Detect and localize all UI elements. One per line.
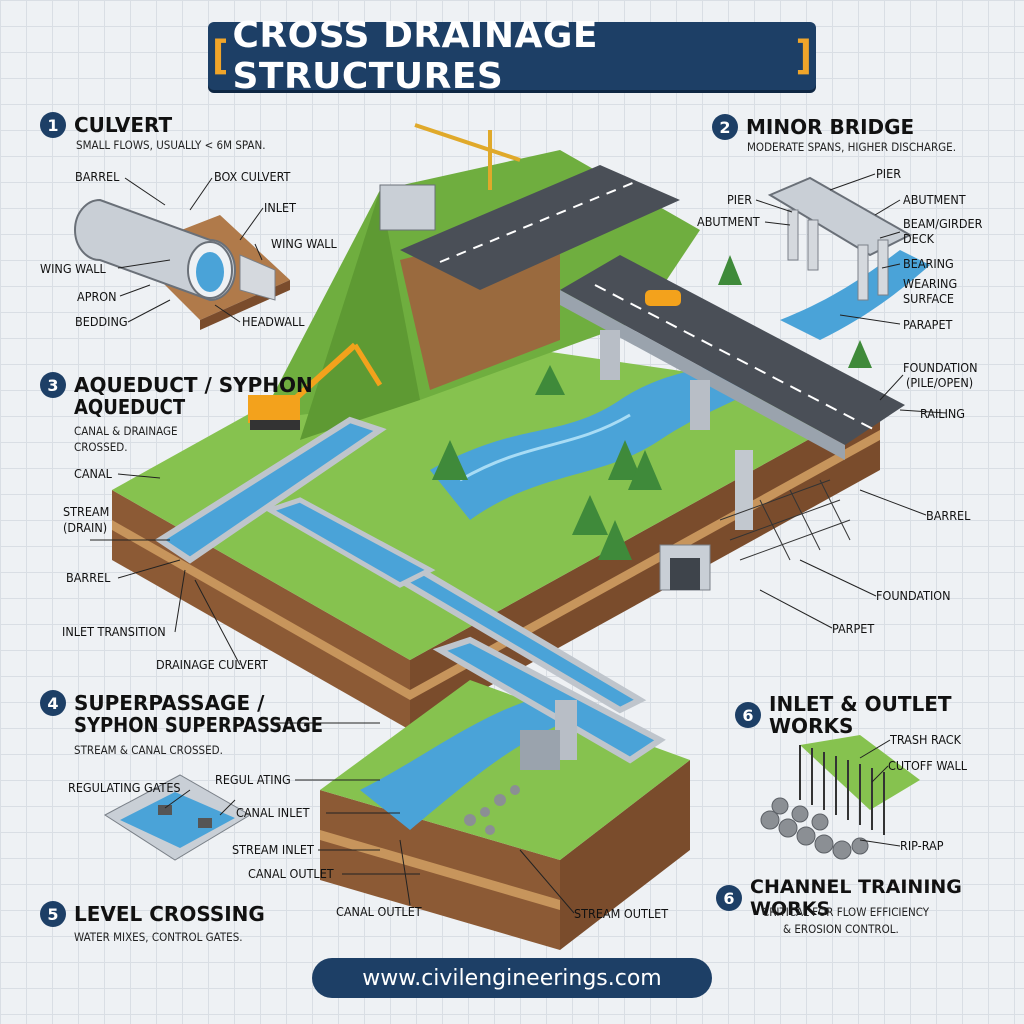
label-cutoff-wall: CUTOFF WALL xyxy=(888,758,967,773)
label-stream-inlet: STREAM INLET xyxy=(232,842,314,857)
section-desc: STREAM & CANAL CROSSED. xyxy=(74,743,223,757)
lower-block-front-side xyxy=(560,760,690,950)
section-title: INLET & OUTLET WORKS xyxy=(769,692,952,738)
lower-gate-structure xyxy=(520,730,560,770)
label-pier: PIER xyxy=(727,192,753,207)
upper-road xyxy=(400,165,680,290)
label-drain: (DRAIN) xyxy=(63,520,108,535)
label-beam-girder: BEAM/GIRDER xyxy=(903,216,983,231)
section-level-crossing-heading: 5 LEVEL CROSSING xyxy=(40,901,265,927)
trees xyxy=(432,255,872,560)
label-railing: RAILING xyxy=(920,406,966,421)
minor-bridge-deck xyxy=(767,176,913,257)
label-regul-ating: REGUL ATING xyxy=(215,772,291,787)
section-desc-line2: CROSSED. xyxy=(74,440,128,454)
section-desc: CRITICAL FOR FLOW EFFICIENCY xyxy=(762,905,930,919)
section-culvert-heading: 1 CULVERT xyxy=(40,112,172,138)
leader-lines xyxy=(90,173,947,914)
trash-rack xyxy=(799,745,885,835)
section-title: CHANNEL TRAINING WORKS xyxy=(750,876,962,920)
label-box-culvert: BOX CULVERT xyxy=(214,169,291,184)
section-title: AQUEDUCT / SYPHON xyxy=(74,373,313,397)
label-abutment: ABUTMENT xyxy=(903,192,966,207)
section-title: MINOR BRIDGE xyxy=(746,115,915,139)
section-desc: MODERATE SPANS, HIGHER DISCHARGE. xyxy=(747,140,956,154)
label-canal-outlet: CANAL OUTLET xyxy=(336,904,422,919)
label-rip-rap: RIP-RAP xyxy=(900,838,944,853)
label-inlet-transition: INLET TRANSITION xyxy=(62,624,166,639)
section-number-badge: 4 xyxy=(40,690,66,716)
label-bearing: BEARING xyxy=(903,256,954,271)
label-parapet: PARPET xyxy=(832,621,875,636)
label-barrel: BARREL xyxy=(75,169,120,184)
label-foundation: FOUNDATION xyxy=(876,588,951,603)
lower-stream xyxy=(360,700,570,830)
title-bracket-close: ] xyxy=(795,33,812,79)
car xyxy=(645,290,681,306)
label-stream-outlet: STREAM OUTLET xyxy=(574,906,669,921)
section-superpassage-heading: 4 SUPERPASSAGE / xyxy=(40,690,264,716)
aqueduct-canal xyxy=(154,416,387,564)
section-title-line2: SYPHON SUPERPASSAGE xyxy=(74,713,324,737)
label-bedding: BEDDING xyxy=(75,314,128,329)
title-bracket-open: [ xyxy=(212,33,229,79)
culvert-box-lifted xyxy=(379,184,436,231)
section-title: SUPERPASSAGE / xyxy=(74,691,265,715)
label-parapet: PARAPET xyxy=(903,317,953,332)
label-trash-rack: TRASH RACK xyxy=(890,732,962,747)
label-inlet: INLET xyxy=(264,200,296,215)
label-barrel: BARREL xyxy=(926,508,971,523)
label-surface: SURFACE xyxy=(903,291,954,306)
label-canal-inlet: CANAL INLET xyxy=(236,805,310,820)
section-channel-training-heading: 6 CHANNEL TRAINING WORKS xyxy=(716,876,1024,920)
excavator xyxy=(248,342,383,430)
label-deck: DECK xyxy=(903,231,934,246)
label-wing-wall: WING WALL xyxy=(271,236,337,251)
label-foundation: FOUNDATION xyxy=(903,360,978,375)
page-title: CROSS DRAINAGE STRUCTURES xyxy=(232,15,598,97)
label-canal: CANAL xyxy=(74,466,112,481)
label-pile-open: (PILE/OPEN) xyxy=(906,375,974,390)
section-desc-line2: & EROSION CONTROL. xyxy=(783,922,899,936)
label-stream: STREAM xyxy=(63,504,110,519)
label-regulating-gates: REGULATING GATES xyxy=(68,780,181,795)
section-title: LEVEL CROSSING xyxy=(74,902,265,926)
section-minor-bridge-heading: 2 MINOR BRIDGE xyxy=(712,114,914,140)
label-wing-wall: WING WALL xyxy=(40,261,106,276)
culvert-wingwall xyxy=(239,254,276,301)
section-desc: SMALL FLOWS, USUALLY < 6M SPAN. xyxy=(76,138,266,152)
section-number-badge: 2 xyxy=(712,114,738,140)
section-number-badge: 5 xyxy=(40,901,66,927)
label-canal-outlet: CANAL OUTLET xyxy=(248,866,334,881)
label-headwall: HEADWALL xyxy=(242,314,305,329)
section-inlet-outlet-heading: 6 INLET & OUTLET WORKS xyxy=(735,693,1024,737)
footer-url-banner: www.civilengineerings.com xyxy=(312,958,712,998)
rubble xyxy=(464,785,520,835)
title-banner: [ CROSS DRAINAGE STRUCTURES ] xyxy=(208,15,816,97)
minor-bridge-river xyxy=(780,250,930,340)
label-wearing: WEARING xyxy=(903,276,958,291)
label-drainage-culvert: DRAINAGE CULVERT xyxy=(156,657,268,672)
section-desc: WATER MIXES, CONTROL GATES. xyxy=(74,930,243,944)
section-number-badge: 6 xyxy=(735,702,761,728)
bridge-pier xyxy=(600,330,620,380)
section-number-badge: 6 xyxy=(716,885,742,911)
footer-url[interactable]: www.civilengineerings.com xyxy=(362,965,662,991)
section-number-badge: 1 xyxy=(40,112,66,138)
section-title: CULVERT xyxy=(74,113,173,137)
rip-rap-stones xyxy=(760,797,869,860)
label-apron: APRON xyxy=(77,289,117,304)
label-barrel: BARREL xyxy=(66,570,111,585)
label-pier: PIER xyxy=(876,166,902,181)
section-desc: CANAL & DRAINAGE xyxy=(74,424,178,438)
section-aqueduct-heading: 3 AQUEDUCT / SYPHON xyxy=(40,372,313,398)
section-title-line2: AQUEDUCT xyxy=(74,395,186,419)
rebar-foundation xyxy=(719,479,851,561)
soil-layer-strata xyxy=(112,520,410,700)
crane xyxy=(414,123,521,190)
label-abutment: ABUTMENT xyxy=(697,214,760,229)
section-number-badge: 3 xyxy=(40,372,66,398)
